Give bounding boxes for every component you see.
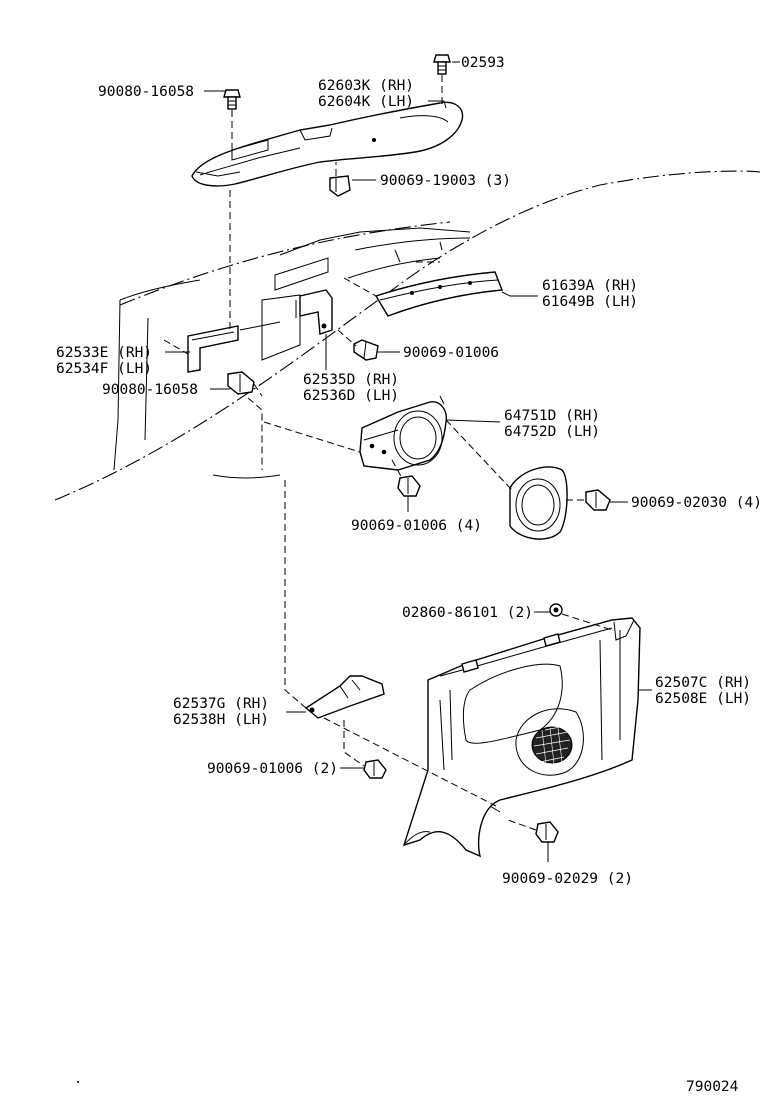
label-62535d: 62535D (RH) [303, 372, 399, 388]
bolt-90069-01006-a [353, 339, 379, 361]
label-02860-86101: 02860-86101 (2) [402, 605, 533, 621]
label-90080-16058-top: 90080-16058 [98, 84, 194, 100]
label-90069-01006-b: 90069-01006 (4) [351, 518, 482, 534]
assembly-lines [163, 75, 613, 831]
label-62533e: 62533E (RH) [56, 345, 152, 361]
body-outline [54, 170, 760, 501]
label-61649b: 61649B (LH) [542, 294, 638, 310]
speck [77, 1081, 79, 1083]
label-62603k: 62603K (RH) [318, 78, 414, 94]
label-64752d: 64752D (LH) [504, 424, 600, 440]
bracket-62533e [187, 325, 239, 373]
bracket-61639a [374, 271, 503, 317]
bolt-02593 [433, 54, 451, 75]
bolt-90080-top [223, 89, 241, 110]
bracket-62537g [304, 675, 385, 719]
label-62534f: 62534F (LH) [56, 361, 152, 377]
label-90080-16058-mid: 90080-16058 [102, 382, 198, 398]
bolt-90069-01006-b [397, 475, 421, 497]
speaker-grille [531, 726, 573, 765]
bracket-62535d [295, 289, 333, 335]
figure-number: 790024 [686, 1079, 739, 1095]
label-61639a: 61639A (RH) [542, 278, 638, 294]
label-90069-01006-c: 90069-01006 (2) [207, 761, 338, 777]
label-90069-01006-a: 90069-01006 [403, 345, 499, 361]
label-62537g: 62537G (RH) [173, 696, 269, 712]
callout-labels: 02593 62603K (RH) 62604K (LH) 90080-1605… [56, 55, 760, 1095]
speaker-bracket-64751d [359, 395, 447, 471]
bolt-90080-mid [227, 371, 255, 395]
label-64751d: 64751D (RH) [504, 408, 600, 424]
label-62536d: 62536D (LH) [303, 388, 399, 404]
bolt-90069-01006-c [363, 759, 387, 779]
speaker-ring [509, 466, 568, 540]
bolt-90069-02030 [585, 489, 611, 511]
leader-lines [165, 61, 652, 862]
label-90069-02030: 90069-02030 (4) [631, 495, 760, 511]
label-90069-19003: 90069-19003 (3) [380, 173, 511, 189]
bolt-90069-02029 [535, 821, 559, 843]
label-62508e: 62508E (LH) [655, 691, 751, 707]
label-62507c: 62507C (RH) [655, 675, 751, 691]
clip-90069-19003 [329, 175, 351, 197]
label-02593: 02593 [461, 55, 505, 71]
label-62538h: 62538H (LH) [173, 712, 269, 728]
label-90069-02029: 90069-02029 (2) [502, 871, 633, 887]
clip-02860 [549, 603, 563, 617]
label-62604k: 62604K (LH) [318, 94, 414, 110]
lower-quarter-trim [402, 617, 641, 858]
